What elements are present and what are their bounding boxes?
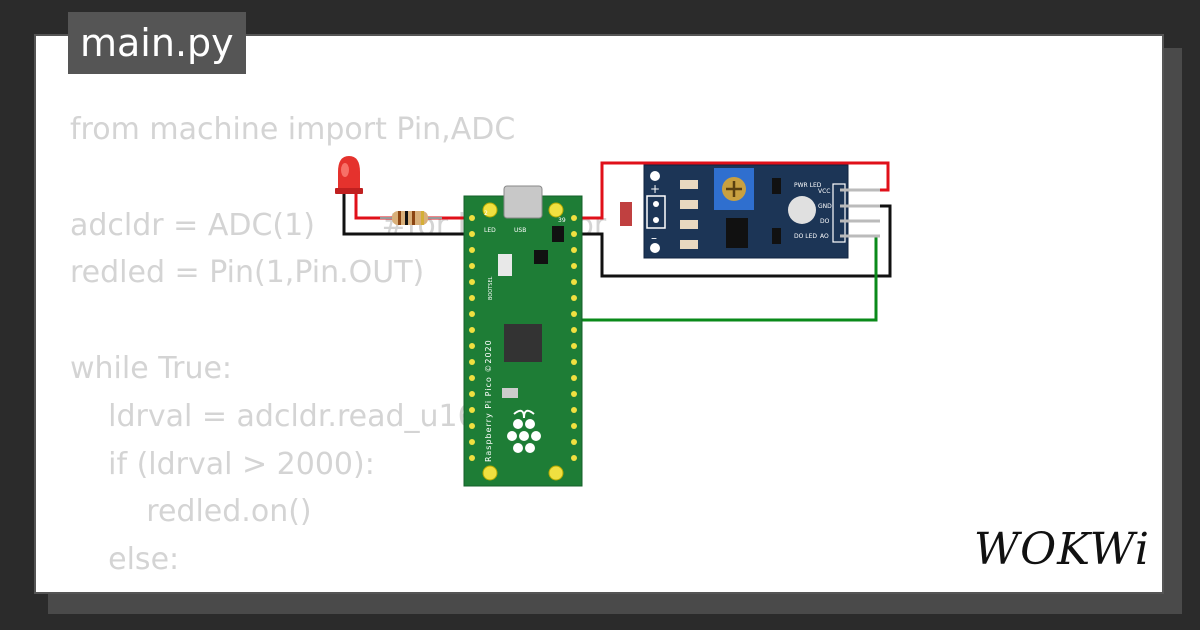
code-line: redled = Pin(1,Pin.OUT) [70,255,425,291]
svg-text:39: 39 [558,217,566,224]
svg-text:BOOTSEL: BOOTSEL [488,276,494,300]
raspberry-logo [507,409,541,453]
wire-black-gnd[interactable] [572,204,892,278]
code-line: adcldr = ADC(1) #for ldr sensor [70,207,607,243]
svg-text:USB: USB [514,227,526,234]
svg-text:LED: LED [484,227,496,234]
svg-text:DO: DO [820,218,830,225]
mount-hole [548,202,564,218]
svg-text:GND: GND [818,203,832,210]
mount-hole [482,202,498,218]
power-led [788,196,816,224]
code-line: ldrval = adcldr.read_u16() [70,398,501,434]
wokwi-logo: WOKWi [973,524,1150,575]
pin-row-right [571,215,577,461]
resistor[interactable] [380,211,442,225]
ldr-sensor-module[interactable]: + – PWR LED DO LED VCC GND DO AO [620,164,880,259]
photoresistor [620,202,632,226]
bootsel-button [498,254,512,276]
svg-text:–: – [651,231,657,245]
svg-text:AO: AO [820,233,829,240]
code-line: from machine import Pin,ADC [70,112,516,147]
mount-hole [548,465,564,481]
wire-red-vcc[interactable] [572,161,890,220]
red-led[interactable] [335,156,363,194]
code-line: else: [70,542,180,578]
rp2040-chip [504,324,542,362]
svg-text:+: + [650,182,660,196]
file-tab[interactable]: main.py [68,12,246,74]
code-editor: from machine import Pin,ADC adcldr = ADC(… [70,106,607,592]
svg-text:2: 2 [484,210,488,217]
code-line: if (ldrval > 2000): [70,446,375,482]
svg-text:VCC: VCC [818,188,830,195]
svg-text:Raspberry Pi Pico ©2020: Raspberry Pi Pico ©2020 [484,339,493,462]
mount-hole [482,465,498,481]
code-line: while True: [70,350,233,386]
code-line: redled.on() [70,494,312,530]
usb-connector [503,185,543,219]
svg-text:PWR LED: PWR LED [794,182,822,189]
wire-black-led[interactable] [342,192,472,236]
project-card[interactable]: from machine import Pin,ADC adcldr = ADC(… [34,34,1164,594]
svg-text:DO LED: DO LED [794,233,817,240]
pin-row-left [469,215,475,461]
raspberry-pi-pico[interactable]: 2 39 LED USB BOOTSEL Raspberry Pi Pico ©… [463,185,583,487]
code-line: redled.off() [70,584,606,592]
